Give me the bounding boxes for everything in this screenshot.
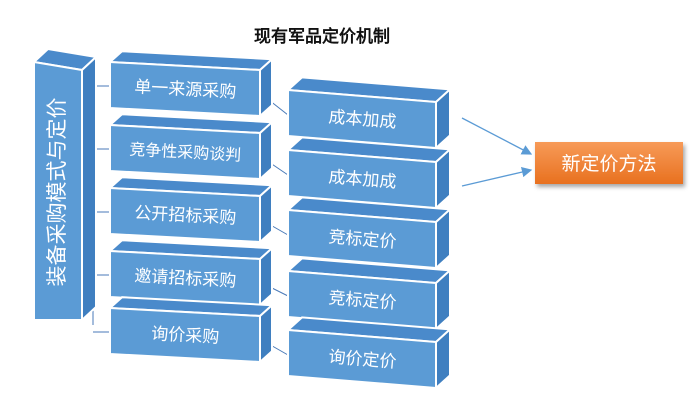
- root-box-label: 装备采购模式与定价: [45, 98, 69, 287]
- mode-box-open-tender-side: [259, 182, 273, 245]
- mode-box-open-tender: 公开招标采购: [107, 176, 275, 245]
- method-box-cost-plus-2: 成本加成: [285, 136, 453, 211]
- mode-box-single-source-side: [259, 56, 273, 119]
- mode-box-competitive-negotiation: 竞争性采购谈判: [107, 113, 275, 182]
- arrow-from-cost-plus-1: [461, 117, 533, 155]
- mode-box-open-tender-front: [109, 186, 261, 244]
- mode-box-inquiry-front: [109, 306, 261, 364]
- method-box-inquiry-pricing-5: 询价定价: [285, 316, 453, 391]
- mode-box-inquiry: 询价采购: [107, 296, 275, 365]
- diagram-title: 现有军品定价机制: [254, 26, 390, 47]
- result-box-label: 新定价方法: [561, 153, 656, 175]
- method-box-cost-plus-1: 成本加成: [285, 76, 453, 151]
- mode-box-competitive-negotiation-front: [109, 123, 261, 181]
- arrows-to-result: [461, 117, 533, 187]
- method-box-competitive-bidding-3: 竞标定价: [285, 196, 453, 271]
- root-box-procurement-and-pricing: 装备采购模式与定价: [31, 47, 99, 323]
- result-box-new-pricing-method: 新定价方法: [535, 142, 683, 184]
- mode-box-inquiry-side: [259, 302, 273, 365]
- mode-box-inquiry-label: 询价采购: [151, 324, 220, 348]
- mode-box-single-source-front: [109, 60, 261, 118]
- mode-box-invited-tender: 邀请招标采购: [107, 239, 275, 308]
- root-box-side: [81, 54, 97, 323]
- result-box-background: [535, 142, 683, 184]
- method-box-inquiry-pricing-5-front: [287, 328, 437, 390]
- mode-box-invited-tender-side: [259, 245, 273, 308]
- method-box-competitive-bidding-3-front: [287, 208, 437, 270]
- mode-box-competitive-negotiation-side: [259, 119, 273, 182]
- mode-box-single-source: 单一来源采购: [107, 50, 275, 119]
- method-box-competitive-bidding-4: 竞标定价: [285, 257, 453, 332]
- arrow-from-cost-plus-2: [461, 166, 533, 187]
- root-box-front: [33, 60, 83, 321]
